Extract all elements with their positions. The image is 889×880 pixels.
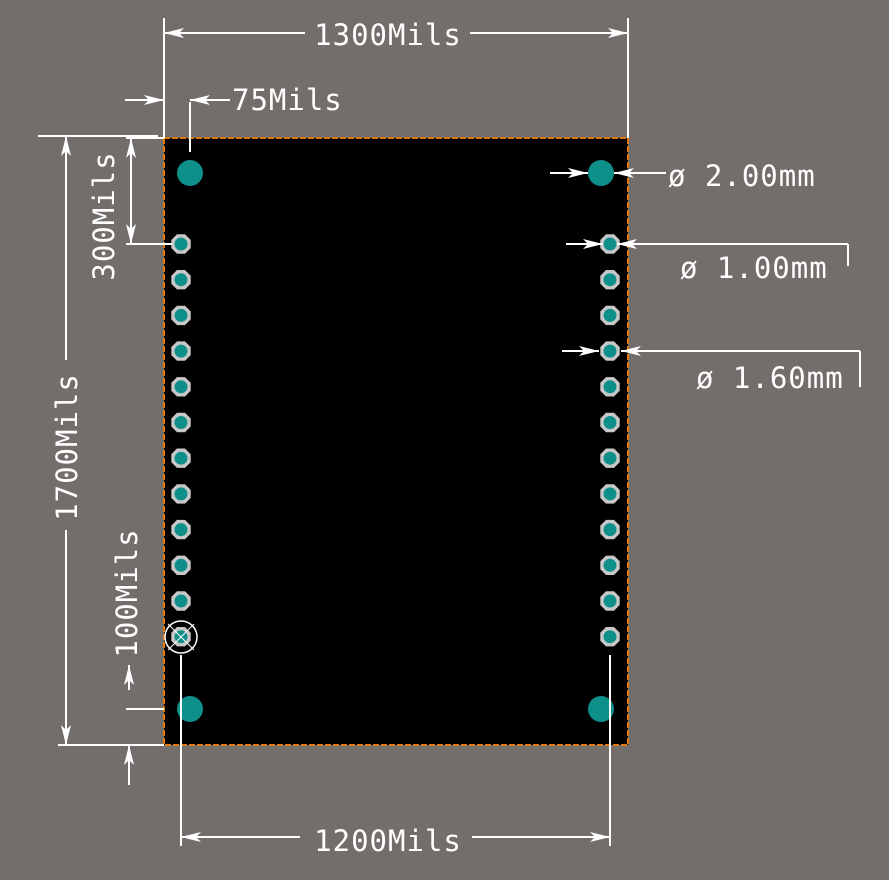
dimension-board-height: 1700Mils (38, 135, 164, 746)
pin-pad-right-2 (600, 270, 620, 290)
pin-pad-right-6 (600, 412, 620, 433)
dimension-board-width: 1300Mils (163, 18, 629, 138)
label-pin-drill-diameter: ø 1.00mm (680, 251, 828, 285)
mounting-hole-top-right (588, 160, 614, 186)
mounting-hole-bottom-right (588, 696, 614, 722)
pin-pad-right-8 (600, 484, 620, 504)
label-pin-pitch: 100Mils (110, 528, 144, 657)
label-board-width: 1300Mils (314, 18, 462, 52)
pin-pad-left-9 (171, 519, 191, 540)
pin-column-right (600, 234, 620, 647)
pin-pad-left-10 (171, 555, 191, 575)
pin-pad-right-10 (600, 555, 620, 575)
pin-pad-right-12 (600, 627, 620, 647)
pin-pad-left-5 (171, 377, 191, 397)
dimension-hole-spacing: 1200Mils (180, 655, 611, 858)
label-header-offset: 300Mils (87, 151, 121, 280)
pin-pad-right-7 (600, 448, 620, 468)
callout-pad-diameter: ø 1.60mm (562, 346, 861, 395)
pin-pad-right-4 (600, 341, 620, 361)
label-pad-diameter: ø 1.60mm (696, 361, 844, 395)
pin-1-marker (164, 620, 198, 654)
pin-pad-right-9 (600, 519, 620, 540)
pin-pad-right-5 (600, 377, 620, 397)
pin-pad-left-3 (171, 305, 191, 326)
label-mount-hole-diameter: ø 2.00mm (668, 159, 816, 193)
pin-pad-right-1 (600, 234, 620, 254)
pin-pad-left-7 (171, 448, 191, 468)
label-edge-offset: 75Mils (232, 83, 343, 117)
pin-pad-left-6 (171, 412, 191, 433)
dimension-edge-offset: 75Mils (125, 83, 343, 152)
mounting-hole-bottom-left (177, 696, 203, 722)
label-board-height: 1700Mils (50, 373, 84, 521)
dimension-pin-pitch: 100Mils (110, 528, 164, 785)
callout-mount-hole-diameter: ø 2.00mm (550, 159, 816, 193)
pin-pad-left-2 (171, 270, 191, 290)
mounting-hole-top-left (177, 160, 203, 186)
label-hole-spacing: 1200Mils (314, 824, 462, 858)
pin-pad-right-3 (600, 305, 620, 326)
pin-column-left (171, 234, 191, 647)
dimension-header-offset: 300Mils (87, 137, 172, 281)
board-outline (163, 137, 629, 746)
callout-pin-drill-diameter: ø 1.00mm (566, 239, 849, 285)
pin-pad-left-8 (171, 484, 191, 504)
pin-pad-left-4 (171, 341, 191, 361)
pin-pad-left-1 (171, 234, 191, 254)
pin-pad-right-11 (600, 591, 620, 611)
pin-pad-left-11 (171, 591, 191, 611)
